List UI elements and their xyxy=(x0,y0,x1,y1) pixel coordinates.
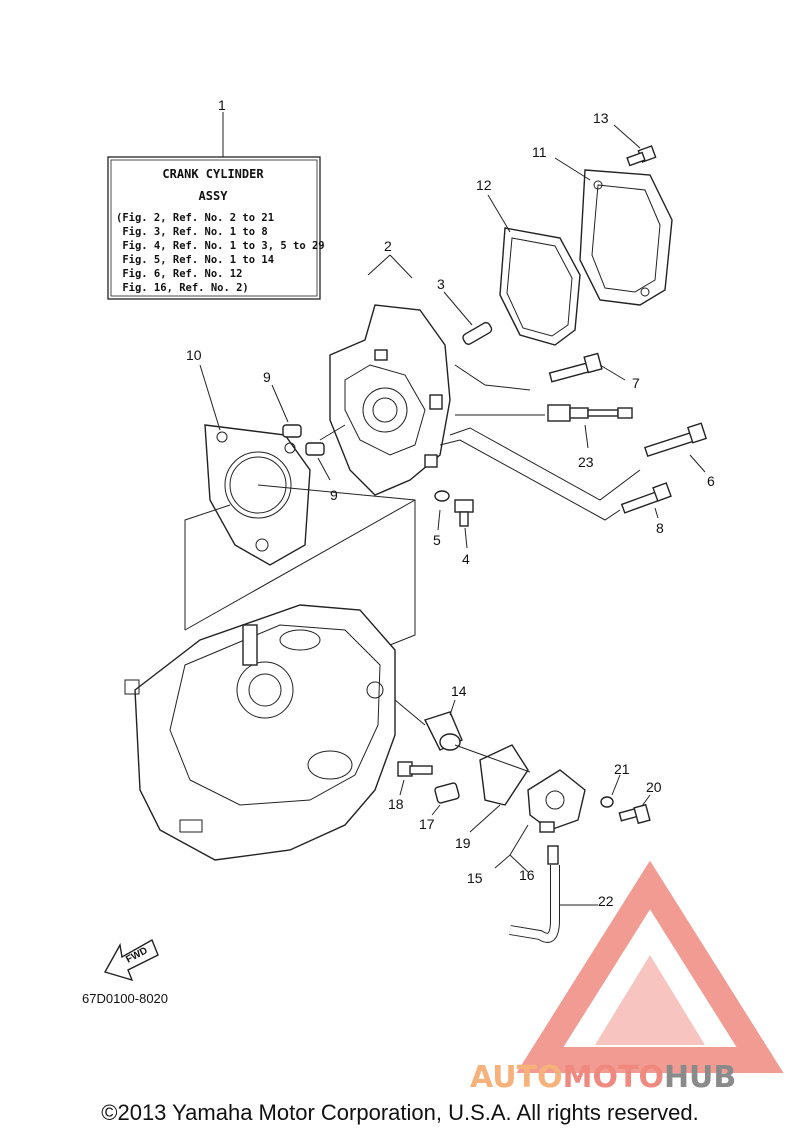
callout-21: 21 xyxy=(614,761,630,777)
callout-17: 17 xyxy=(419,816,435,832)
callout-11: 11 xyxy=(532,144,547,160)
watermark-text: AUTOMOTOHUB xyxy=(470,1060,736,1095)
part-10-gasket xyxy=(199,364,311,566)
assy-info-box: CRANK CYLINDER ASSY (Fig. 2, Ref. No. 2 … xyxy=(107,112,325,300)
callout-6: 6 xyxy=(707,473,715,489)
assembly-leader xyxy=(257,484,416,646)
assy-title-line1: CRANK CYLINDER xyxy=(162,167,264,181)
part-5-washer xyxy=(434,490,450,531)
assy-ref-line: Fig. 5, Ref. No. 1 to 14 xyxy=(116,254,274,266)
callout-18: 18 xyxy=(388,796,404,812)
part-7-bolt xyxy=(454,352,626,391)
part-20-bolt xyxy=(618,794,651,825)
part-17-collar xyxy=(431,782,460,816)
part-6-long-bolt xyxy=(449,422,708,501)
callout-22: 22 xyxy=(598,893,614,909)
callout-9b: 9 xyxy=(330,487,338,503)
callout-4: 4 xyxy=(462,551,470,567)
part-22-hose xyxy=(509,865,598,943)
part-8-bolt xyxy=(439,439,672,521)
part-2-cylinder-body xyxy=(329,254,451,496)
watermark-auto: AUTO xyxy=(470,1060,563,1095)
part-18-bolt xyxy=(397,761,433,796)
callout-10: 10 xyxy=(186,347,202,363)
engine-crankcase-block xyxy=(124,604,396,861)
part-12-gasket xyxy=(487,194,581,346)
part-14-thermostat xyxy=(394,699,463,751)
part-19-gasket xyxy=(469,744,529,833)
callout-20: 20 xyxy=(646,779,662,795)
assy-title-line2: ASSY xyxy=(199,189,229,203)
part-11-exhaust-cover xyxy=(554,157,673,306)
part-16-nipple xyxy=(547,845,559,865)
part-21-washer xyxy=(600,774,621,808)
part-4-bolt xyxy=(454,499,474,549)
assembly-leader xyxy=(454,744,531,773)
callout-16: 16 xyxy=(519,867,535,883)
part-3-dowel xyxy=(443,291,493,345)
assembly-leader xyxy=(184,504,231,630)
part-23-spark-plug xyxy=(455,404,633,449)
callout-12: 12 xyxy=(476,177,492,193)
diagram-code: 67D0100-8020 xyxy=(82,991,168,1006)
part-15-thermostat-cover xyxy=(494,769,586,873)
part-13-bolt xyxy=(613,124,657,167)
watermark-hub: HUB xyxy=(664,1060,736,1095)
callout-8: 8 xyxy=(656,520,664,536)
callout-13: 13 xyxy=(593,110,609,126)
assy-ref-line: (Fig. 2, Ref. No. 2 to 21 xyxy=(116,212,274,224)
fwd-arrow-icon: FWD xyxy=(103,938,159,982)
callout-1: 1 xyxy=(218,97,226,113)
callout-5: 5 xyxy=(433,532,441,548)
callout-9a: 9 xyxy=(263,369,271,385)
watermark-moto: MOTO xyxy=(563,1060,664,1095)
assy-ref-line: Fig. 16, Ref. No. 2) xyxy=(116,282,249,294)
callout-14: 14 xyxy=(451,683,467,699)
part-9-dowels xyxy=(271,384,346,481)
callout-19: 19 xyxy=(455,835,471,851)
callout-3: 3 xyxy=(437,276,445,292)
exploded-parts-diagram: CRANK CYLINDER ASSY (Fig. 2, Ref. No. 2 … xyxy=(82,97,784,1095)
callout-7: 7 xyxy=(632,375,640,391)
callout-15: 15 xyxy=(467,870,483,886)
assy-ref-line: Fig. 6, Ref. No. 12 xyxy=(116,268,242,280)
assembly-leader xyxy=(184,499,416,631)
callout-23: 23 xyxy=(578,454,594,470)
assy-ref-line: Fig. 4, Ref. No. 1 to 3, 5 to 29 xyxy=(116,240,325,252)
assy-ref-line: Fig. 3, Ref. No. 1 to 8 xyxy=(116,226,268,238)
copyright-notice: ©2013 Yamaha Motor Corporation, U.S.A. A… xyxy=(101,1100,699,1125)
automotohub-watermark-logo xyxy=(516,860,784,1073)
callout-2: 2 xyxy=(384,238,392,254)
